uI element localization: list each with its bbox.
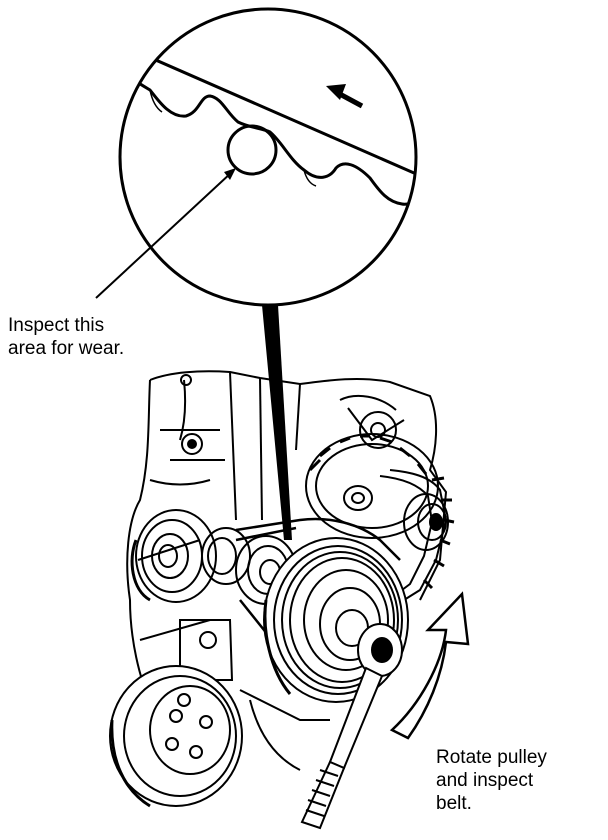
direction-arrow-icon — [326, 84, 364, 109]
small-idler-pulley — [201, 527, 251, 585]
rotate-label-line-2: and inspect — [436, 770, 534, 791]
ratchet-wrench — [300, 623, 403, 830]
inspection-area-circle — [226, 124, 278, 176]
magnifier-connector — [262, 305, 292, 540]
rotate-label-line-1: Rotate pulley — [436, 747, 547, 768]
inspect-label-line-1: Inspect this — [8, 315, 105, 336]
water-pump-pulley — [109, 665, 243, 808]
idler-pulley-left — [130, 509, 217, 603]
inspect-area-label: Inspect this area for wear. — [8, 314, 124, 360]
engine-assembly — [126, 370, 448, 771]
rotate-label-line-3: belt. — [436, 793, 472, 814]
crankshaft-pulley — [263, 537, 409, 703]
belt-teeth-profile — [120, 68, 416, 206]
rotation-arrow-icon — [389, 591, 470, 740]
belt-detail-magnifier — [118, 7, 418, 307]
magnifier-circle — [118, 7, 418, 307]
tensioner-pulley — [403, 493, 449, 551]
inspect-leader-line — [95, 168, 236, 299]
inspect-label-line-2: area for wear. — [8, 338, 125, 359]
timing-belt — [379, 469, 455, 601]
rotate-pulley-label: Rotate pulley and inspect belt. — [436, 746, 547, 815]
